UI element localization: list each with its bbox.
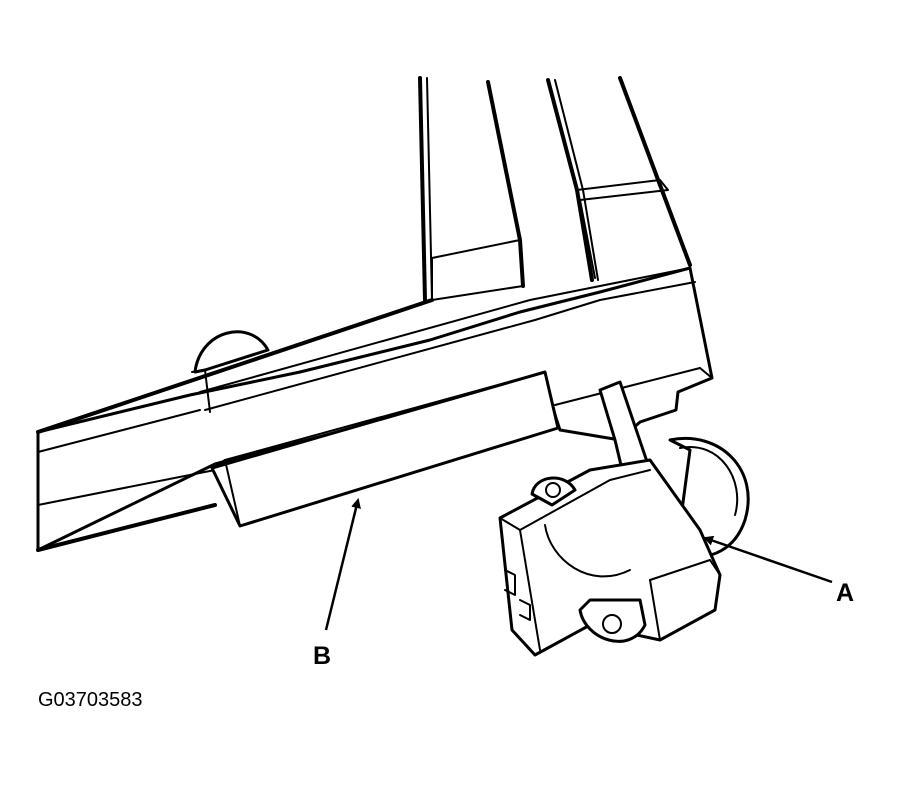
housing-frame — [36, 76, 714, 552]
callout-label-b: B — [313, 642, 332, 670]
leader-line-a — [703, 535, 833, 584]
leader-line-b — [324, 498, 361, 631]
callout-label-a: A — [836, 579, 855, 607]
rail-block — [210, 370, 560, 528]
sensor-clip — [498, 380, 750, 657]
figure-code: G03703583 — [38, 689, 143, 711]
